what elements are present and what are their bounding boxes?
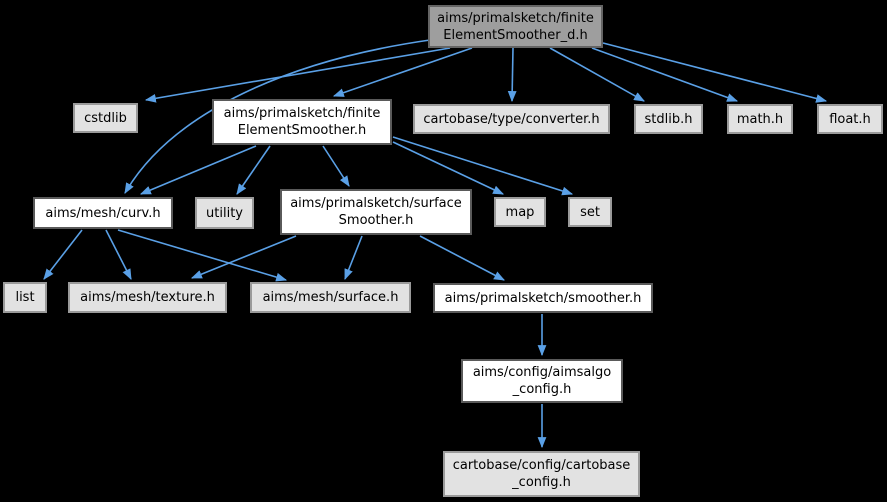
node-label: aims/primalsketch/finite [437,10,594,26]
node-label: aims/mesh/curv.h [45,205,161,221]
edge-finiteElementSmoother-curv [139,145,257,195]
node-label: _config.h [512,382,572,397]
edge-surfaceSmoother-texture [190,235,297,279]
edge-finiteElementSmoother-map [392,141,504,195]
node-label: aims/mesh/texture.h [80,290,215,305]
graph-node-map: map [494,197,546,227]
node-label: _config.h [512,475,571,490]
edge-surfaceSmoother-surface [344,235,363,281]
graph-node-cartobase_config: cartobase/config/cartobase _config.h [443,451,640,497]
edge-finiteElementSmoother-set [392,136,574,196]
graph-node-texture: aims/mesh/texture.h [68,282,227,313]
graph-node-surfaceSmoother[interactable]: aims/primalsketch/surface Smoother.h [280,189,472,235]
node-label: ElementSmoother_d.h [443,27,588,43]
edge-finiteElementSmoother-utility [236,145,271,195]
edge-finiteElementSmoother-surfaceSmoother [322,145,350,187]
node-label: map [505,204,535,220]
graph-node-list: list [3,282,47,313]
edge-curv-texture [105,229,132,280]
graph-node-surface: aims/mesh/surface.h [250,282,411,313]
graph-node-smoother[interactable]: aims/primalsketch/smoother.h [433,283,653,313]
node-label: aims/config/aimsalgo [472,365,612,380]
node-label: stdlib.h [644,111,693,127]
node-label: aims/primalsketch/finite [223,106,381,121]
graph-node-set: set [568,197,612,227]
graph-node-curv[interactable]: aims/mesh/curv.h [33,197,173,229]
node-label: cartobase/type/converter.h [423,111,600,127]
node-label: cstdlib [84,110,127,126]
graph-node-converter: cartobase/type/converter.h [413,104,610,134]
node-label: math.h [736,111,784,127]
node-label: set [580,204,600,220]
node-label: Smoother.h [338,213,414,228]
edge-surfaceSmoother-smoother [419,235,505,281]
node-label: list [15,290,35,305]
graph-node-float: float.h [817,104,883,134]
node-label: aims/mesh/surface.h [262,290,399,305]
edge-finiteElementSmoother_d-curv [124,39,431,194]
graph-node-finiteElementSmoother_d: aims/primalsketch/finite ElementSmoother… [428,5,603,48]
edge-finiteElementSmoother_d-converter [507,47,517,103]
node-label: cartobase/config/cartobase [452,458,631,473]
edge-finiteElementSmoother_d-float [602,42,828,103]
edge-finiteElementSmoother_d-cstdlib [144,47,451,103]
node-label: aims/primalsketch/surface [290,196,462,211]
edge-curv-list [43,229,83,280]
node-label: ElementSmoother.h [237,123,367,138]
edge-finiteElementSmoother_d-stdlib [549,47,645,102]
graph-node-aimsalgo_config[interactable]: aims/config/aimsalgo _config.h [461,359,623,403]
graph-node-utility: utility [195,197,254,229]
graph-node-finiteElementSmoother[interactable]: aims/primalsketch/finite ElementSmoother… [212,99,392,145]
node-label: utility [206,205,243,221]
graph-node-stdlib: stdlib.h [634,104,703,134]
edge-finiteElementSmoother_d-math [591,47,739,102]
edge-finiteElementSmoother_d-finiteElementSmoother [332,47,473,97]
node-label: float.h [829,111,871,127]
node-label: aims/primalsketch/smoother.h [444,290,642,306]
graph-node-math: math.h [727,104,793,134]
edge-curv-surface [117,229,288,282]
graph-node-cstdlib: cstdlib [73,103,138,133]
